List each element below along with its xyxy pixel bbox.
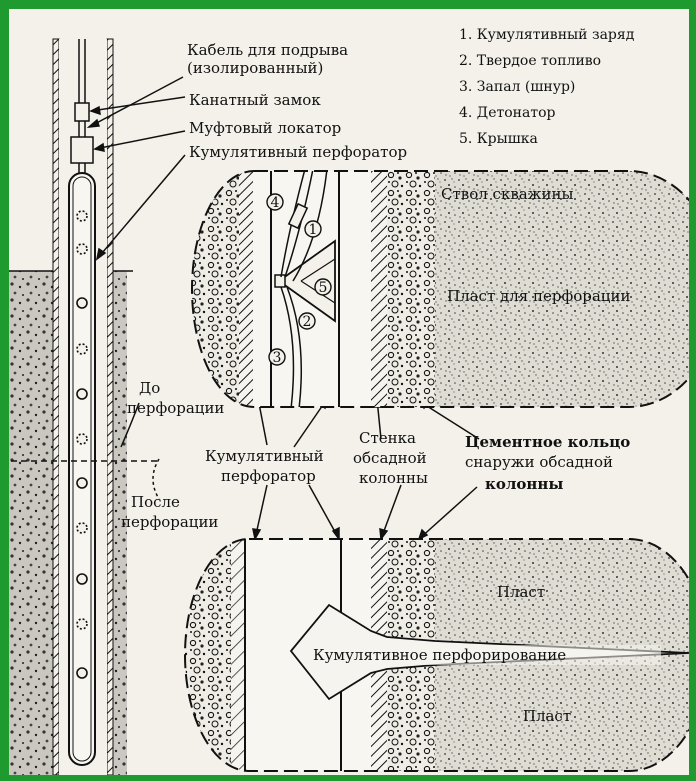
perforation-diagram: 1 2 3 4 5 Ствол скважины Пласт для перфо…: [9, 9, 689, 775]
diagram-paper: 1 2 3 4 5 Ствол скважины Пласт для перфо…: [9, 9, 689, 775]
cement-ring-label-line3: колонны: [485, 475, 563, 493]
cable-lock: [75, 103, 89, 121]
cable-label-line1: Кабель для подрыва: [187, 41, 348, 59]
part-number-2: 2: [303, 314, 312, 330]
legend-item-5: 5. Крышка: [459, 131, 538, 147]
casing-wall-label-line1: Стенка: [359, 429, 416, 447]
formation-to-perforate-label: Пласт для перфорации: [447, 287, 630, 305]
legend-item-4: 4. Детонатор: [459, 105, 556, 121]
upper-view-before: 1 2 3 4 5 Ствол скважины Пласт для перфо…: [189, 169, 689, 409]
perforator-label-top: Кумулятивный перфоратор: [189, 143, 407, 161]
after-perforation-line1: После: [131, 493, 180, 511]
cable-lock-label: Канатный замок: [189, 91, 321, 109]
collar-locator-label: Муфтовый локатор: [189, 119, 341, 137]
cement-ring-label-line1: Цементное кольцо: [465, 433, 630, 451]
after-perforation-line2: перфорации: [121, 513, 218, 531]
legend-item-2: 2. Твердое топливо: [459, 53, 601, 69]
perforator-label-mid-line1: Кумулятивный: [205, 447, 324, 465]
formation-upper-label: Пласт: [497, 583, 545, 601]
wellbore-label: Ствол скважины: [441, 185, 574, 203]
before-perforation-line1: До: [139, 379, 160, 397]
ground-strata-left: [9, 271, 53, 775]
cement-ring-label-line2: снаружи обсадной: [465, 453, 613, 471]
part-number-1: 1: [309, 222, 318, 238]
lower-view-after: Пласт Пласт Кумулятивное перфорирование: [179, 537, 689, 773]
casing-wall-label-line2: обсадной: [353, 449, 427, 467]
legend: 1. Кумулятивный заряд 2. Твердое топливо…: [459, 27, 635, 147]
part-number-4: 4: [271, 195, 280, 211]
casing-wall-left: [53, 39, 59, 775]
formation-lower-label: Пласт: [523, 707, 571, 725]
collar-locator: [71, 137, 93, 163]
cable-label-line2: (изолированный): [187, 59, 323, 77]
part-number-3: 3: [273, 350, 282, 366]
part-number-5: 5: [319, 280, 328, 296]
legend-item-1: 1. Кумулятивный заряд: [459, 27, 635, 43]
legend-item-3: 3. Запал (шнур): [459, 79, 575, 95]
casing-wall-label-line3: колонны: [359, 469, 428, 487]
casing-wall-right: [107, 39, 113, 775]
perforator-label-mid-line2: перфоратор: [221, 467, 316, 485]
jet-perforation-label: Кумулятивное перфорирование: [313, 646, 566, 664]
before-perforation-line2: перфорации: [127, 399, 224, 417]
